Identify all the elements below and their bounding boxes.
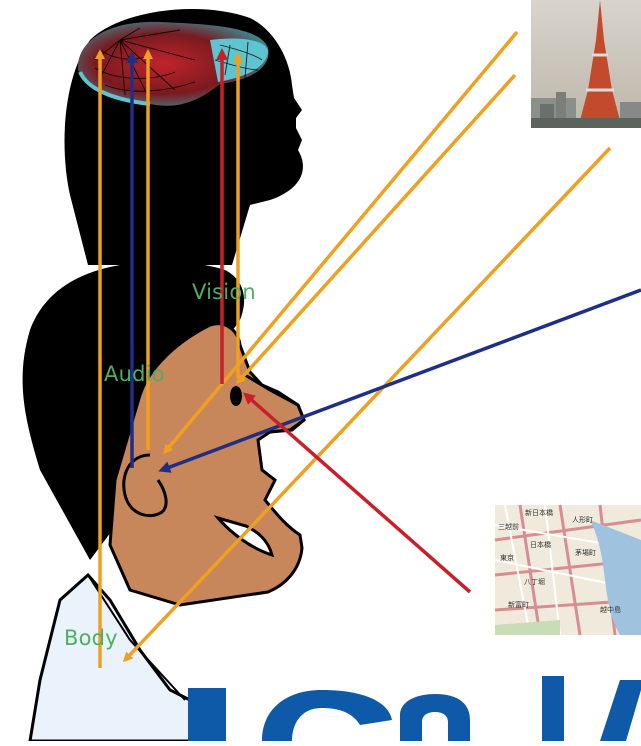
cropped-title-glyphs [188,676,641,741]
map-label: 新富町 [508,600,529,610]
map-label: 東京 [500,553,514,563]
map-label: 八丁堀 [524,577,545,587]
tokyo-tower-photo [531,0,641,128]
audio-label: Audio [104,362,165,386]
map-label: 日本橋 [530,540,551,550]
map-label: 三越前 [498,522,519,532]
body-label: Body [64,626,118,650]
eye [230,386,242,406]
map-label: 越中島 [600,605,621,615]
vision-label: Vision [192,280,256,304]
map-label: 茅場町 [575,548,596,558]
map-label: 人形町 [572,515,593,525]
map-label: 新日本橋 [525,508,553,518]
